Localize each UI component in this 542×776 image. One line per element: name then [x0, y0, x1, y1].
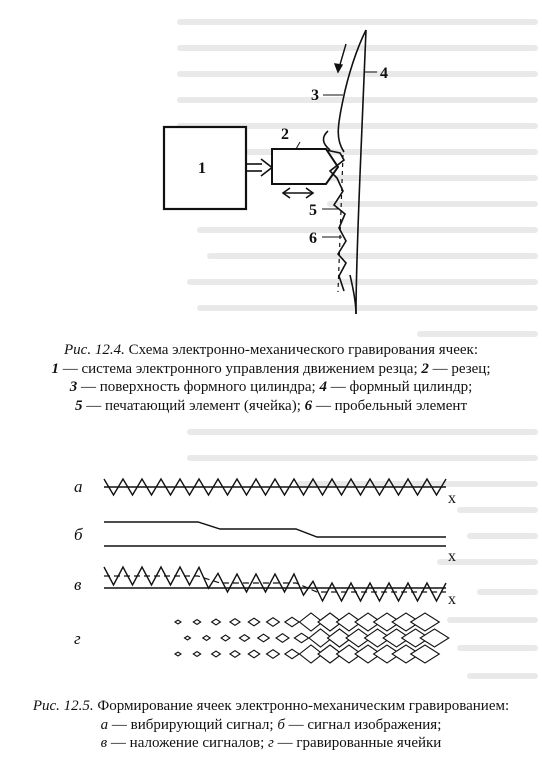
engraved-cell: [247, 617, 261, 627]
axis-label-v: x: [448, 591, 456, 608]
engraving-profile: [325, 149, 347, 292]
image-signal-dashed: [104, 575, 446, 593]
engraved-cell: [265, 649, 281, 659]
caption-12-4-line-1: Рис. 12.4. Схема электронно-механическог…: [64, 342, 478, 358]
caption-12-5-line-1: Рис. 12.5. Формирование ячеек электронно…: [32, 698, 510, 714]
superimposed-signal-wave: [103, 565, 447, 603]
row-label-b: б: [74, 525, 83, 544]
engraved-cell: [228, 649, 242, 659]
figure-12-4: 1 2: [0, 0, 542, 330]
movement-arrow: [281, 187, 315, 199]
caption-12-4: Рис. 12.4. Схема электронно-механическог…: [10, 341, 532, 415]
engraved-cell: [238, 633, 251, 643]
form-cylinder-outline: [337, 29, 367, 153]
engraved-cell: [210, 650, 222, 658]
label-3: 3: [311, 87, 319, 104]
engraved-cell: [247, 649, 261, 659]
caption-12-5-line-3: в — наложение сигналов; г — гравированны…: [100, 735, 442, 752]
engraved-cell: [419, 628, 450, 648]
engraved-cell: [293, 632, 310, 644]
image-signal-line: [104, 521, 446, 538]
engraved-cell: [192, 650, 202, 658]
engraved-cell: [256, 633, 271, 643]
engraved-cell: [409, 612, 441, 632]
engraved-cell: [220, 634, 231, 642]
engraved-cell: [201, 634, 212, 642]
cutting-chip: [322, 130, 331, 151]
cutter-leader: [295, 141, 301, 150]
caption-12-5-line-2: а — вибрирующий сигнал; б — сигнал изобр…: [100, 716, 442, 733]
cylinder-surface-dashed: [337, 154, 344, 293]
engraved-cell: [275, 633, 290, 643]
rotation-arrow: [333, 43, 347, 74]
label-1: 1: [198, 160, 206, 177]
axis-label-b: x: [448, 548, 456, 565]
form-cylinder-lower: [349, 274, 357, 315]
engraved-cell: [409, 644, 441, 664]
label-5: 5: [309, 202, 317, 219]
engraved-cells: [174, 612, 450, 664]
caption-12-4-line-4: 5 — печатающий элемент (ячейка); 6 — про…: [74, 397, 467, 414]
cutter: [271, 148, 340, 185]
caption-12-4-line-3: 3 — поверхность формного цилиндра; 4 — ф…: [69, 379, 473, 396]
row-label-v: в: [74, 575, 82, 594]
engraved-cell: [174, 619, 182, 625]
label-2: 2: [281, 126, 289, 143]
engraved-cell: [174, 651, 182, 657]
engraved-cell: [192, 618, 202, 626]
label-6: 6: [309, 230, 317, 247]
label-4: 4: [380, 65, 388, 82]
signal-arrow: [246, 158, 274, 177]
form-cylinder-bulge: [355, 29, 367, 315]
engraving-scheme-diagram: 1 2: [162, 29, 388, 315]
caption-12-4-line-2: 1 — система электронного управления движ…: [51, 360, 491, 377]
vibrating-signal-wave: [103, 477, 447, 497]
engraved-cell: [228, 617, 242, 627]
axis-label-a: x: [448, 490, 456, 507]
figure-12-5: а x б x в x г: [0, 440, 542, 690]
row-label-a: а: [74, 477, 83, 496]
engraved-cell: [183, 635, 192, 641]
engraved-cell: [283, 616, 301, 628]
engraved-cell: [265, 617, 281, 627]
engraved-cell: [210, 618, 222, 626]
engraved-cell: [283, 648, 301, 660]
caption-12-5: Рис. 12.5. Формирование ячеек электронно…: [10, 697, 532, 753]
row-label-g: г: [74, 629, 81, 648]
cell-formation-diagram: а x б x в x г: [74, 477, 456, 664]
control-system-box: [162, 125, 248, 211]
